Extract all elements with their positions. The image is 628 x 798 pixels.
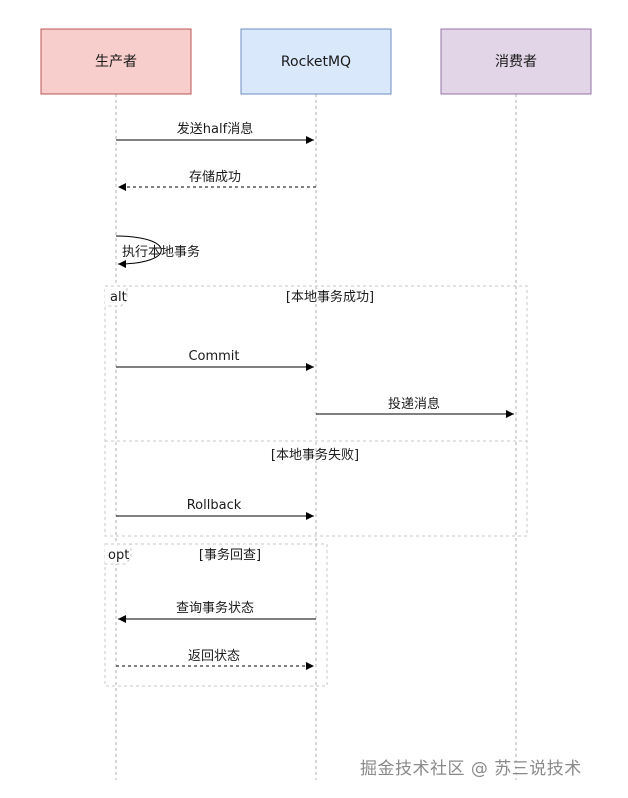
opt-frame-border bbox=[104, 543, 328, 687]
participant-consumer-label: 消费者 bbox=[495, 54, 537, 70]
participant-producer-label: 生产者 bbox=[95, 54, 137, 70]
message-query-status-label: 查询事务状态 bbox=[176, 600, 254, 616]
opt-frame: opt [事务回查] bbox=[104, 543, 328, 687]
alt-frame-keyword: alt bbox=[110, 290, 127, 305]
opt-frame-tag bbox=[105, 543, 132, 565]
watermark: 掘金技术社区 @ 苏三说技术 bbox=[360, 759, 582, 779]
message-deliver: 投递消息 bbox=[316, 396, 514, 418]
message-execute-local-label: 执行本地事务 bbox=[122, 244, 200, 260]
participant-producer-box bbox=[40, 28, 192, 95]
alt-frame-guard: [本地事务成功] bbox=[286, 289, 374, 305]
participant-rocketmq-label: RocketMQ bbox=[281, 54, 351, 70]
message-execute-local: 执行本地事务 bbox=[115, 235, 200, 268]
participant-producer: 生产者 bbox=[40, 28, 192, 95]
message-query-status: 查询事务状态 bbox=[118, 600, 316, 623]
message-commit: Commit bbox=[116, 349, 314, 371]
message-send-half: 发送half消息 bbox=[116, 121, 314, 144]
message-return-status-label: 返回状态 bbox=[188, 649, 240, 664]
participant-rocketmq-box bbox=[240, 28, 392, 95]
opt-frame-keyword: opt bbox=[108, 548, 129, 563]
alt-frame-tag bbox=[105, 285, 128, 307]
message-send-half-label: 发送half消息 bbox=[177, 121, 253, 137]
message-rollback-label: Rollback bbox=[187, 498, 242, 513]
participant-rocketmq: RocketMQ bbox=[240, 28, 392, 95]
message-commit-label: Commit bbox=[188, 349, 239, 364]
opt-frame-guard: [事务回查] bbox=[199, 547, 261, 563]
message-deliver-label: 投递消息 bbox=[388, 396, 440, 412]
message-store-success-label: 存储成功 bbox=[189, 170, 241, 185]
alt-frame-border bbox=[104, 285, 528, 537]
message-store-success: 存储成功 bbox=[118, 170, 316, 191]
message-return-status: 返回状态 bbox=[116, 649, 314, 670]
alt-frame: alt [本地事务成功] [本地事务失败] bbox=[104, 285, 528, 537]
participant-consumer: 消费者 bbox=[440, 28, 592, 95]
message-execute-local-arrow bbox=[115, 235, 162, 268]
alt-frame-else-guard: [本地事务失败] bbox=[271, 447, 359, 463]
message-rollback: Rollback bbox=[116, 498, 314, 520]
participant-consumer-box bbox=[440, 28, 592, 95]
